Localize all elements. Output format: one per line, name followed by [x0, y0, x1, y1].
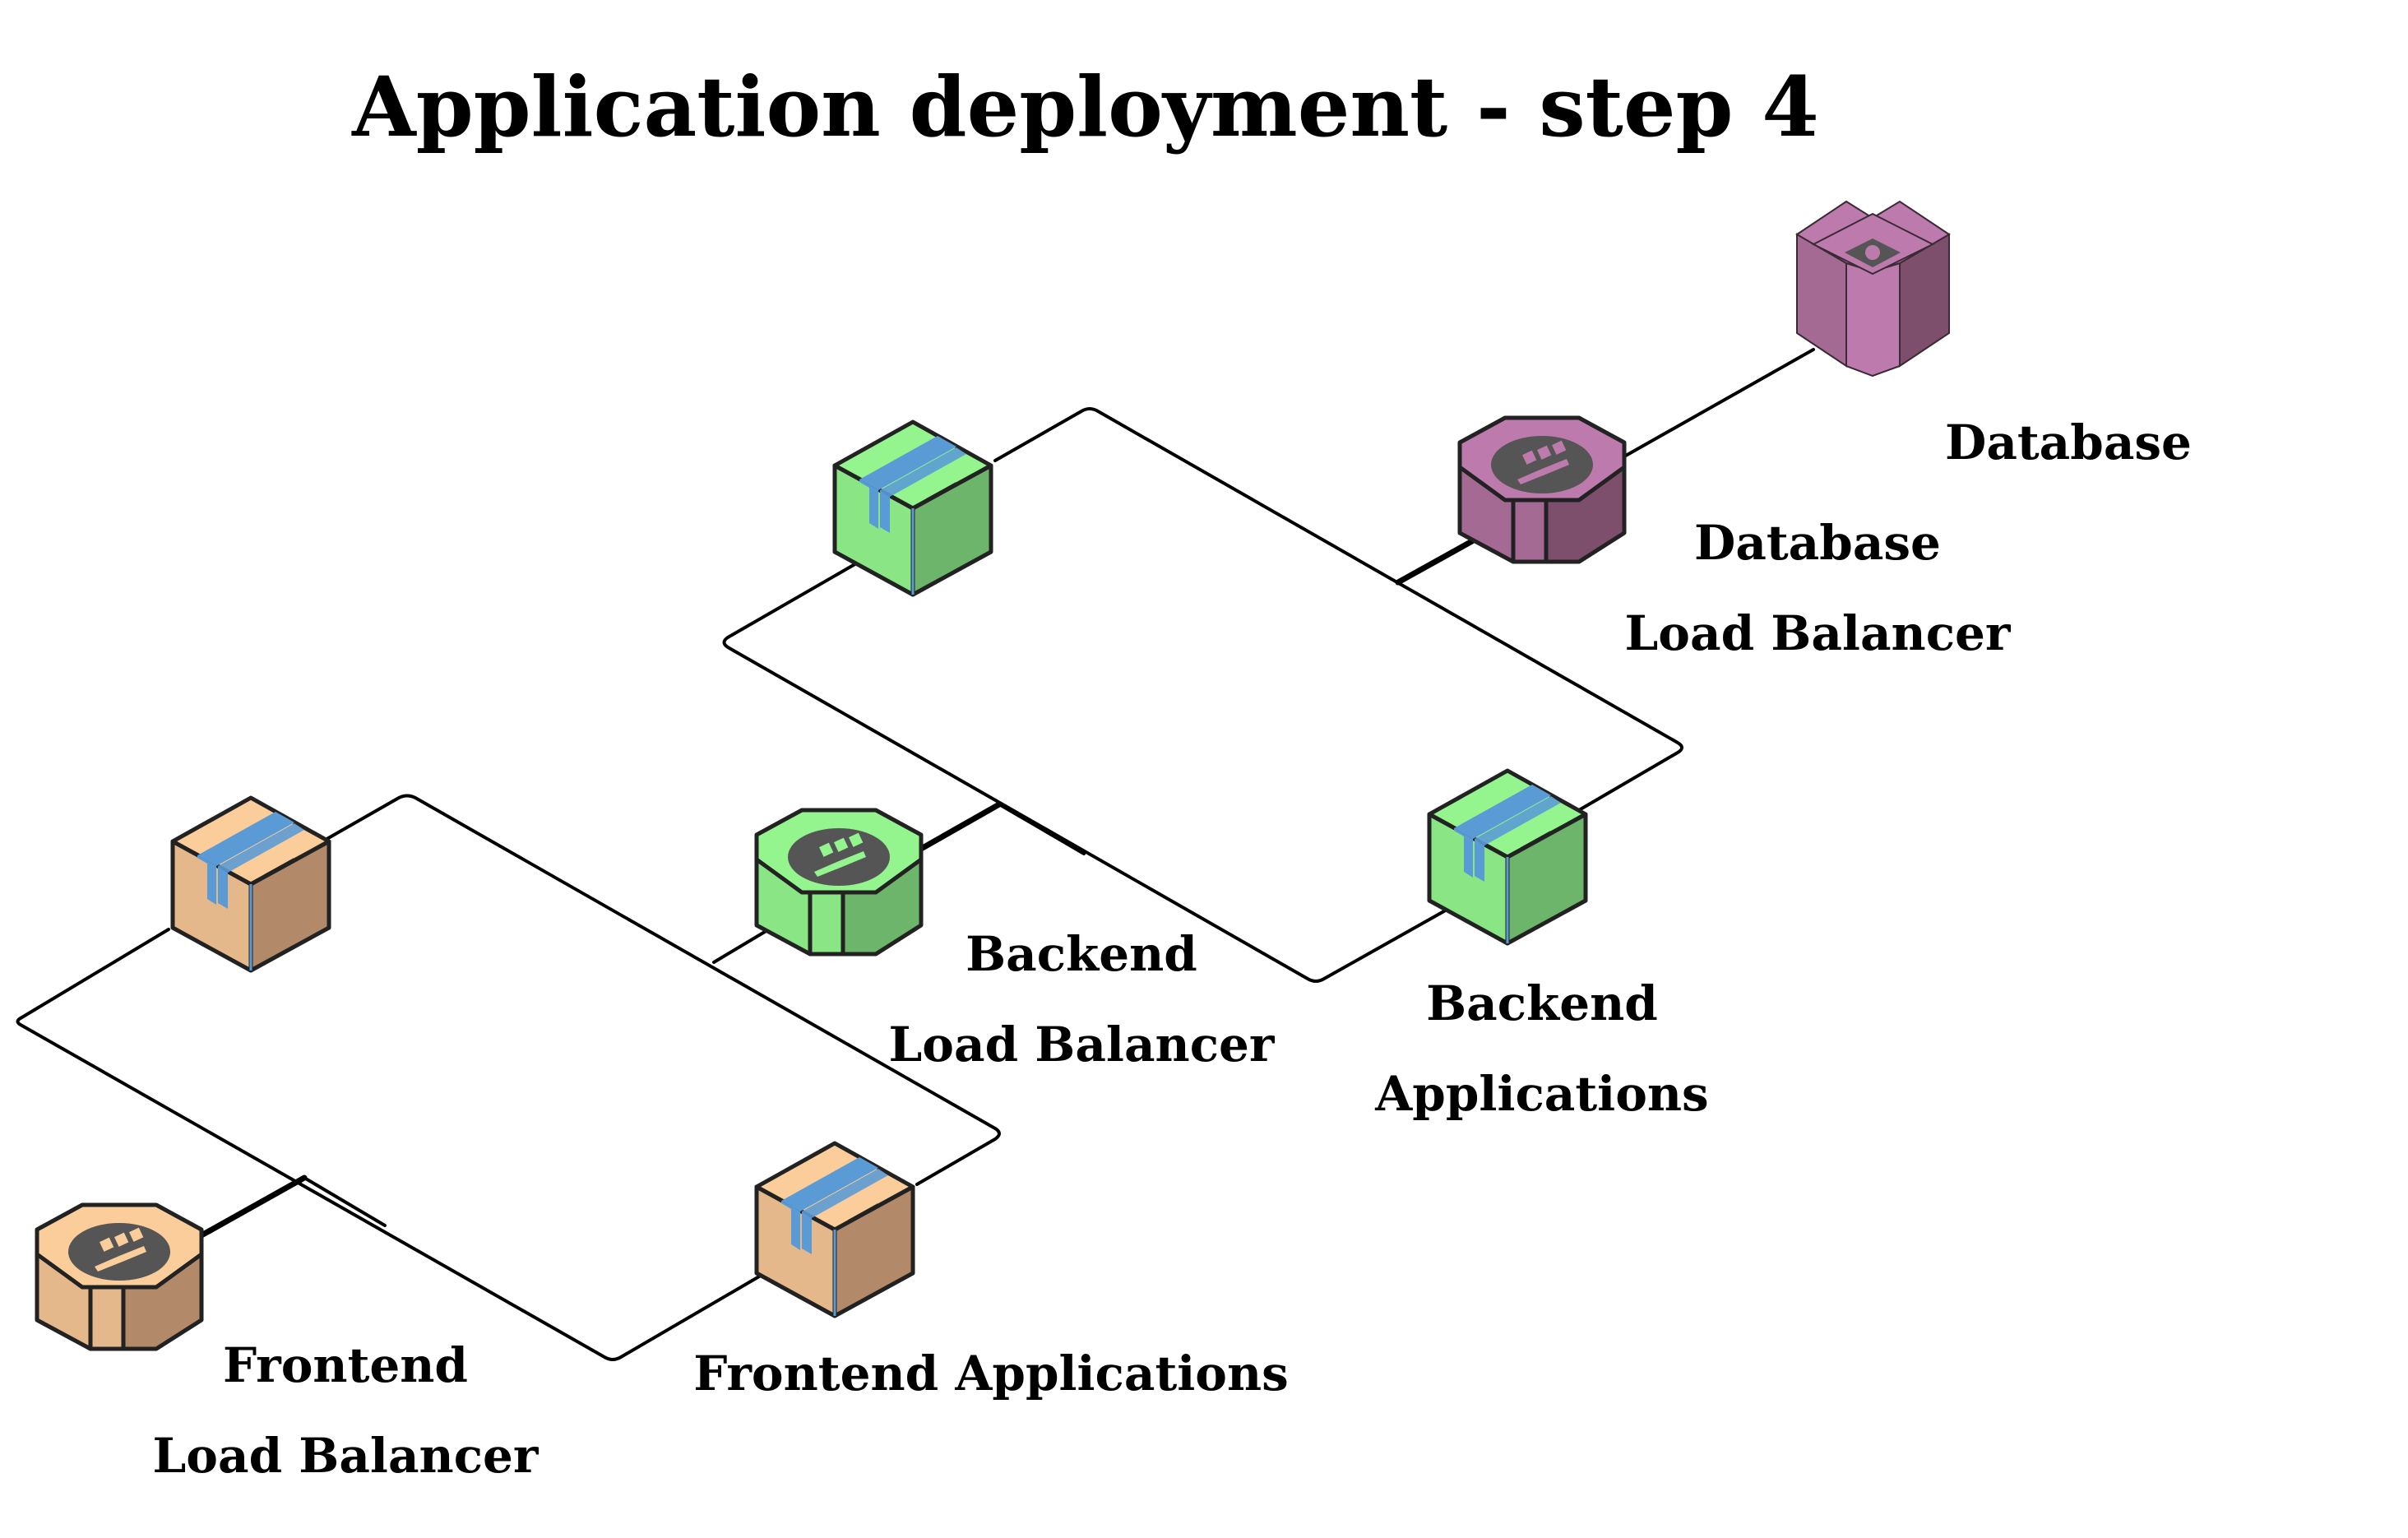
frontend-lb-link-2: [303, 1176, 387, 1227]
load-balancer-icon: [1457, 415, 1627, 564]
database-link: [1623, 348, 1815, 458]
backend-applications[interactable]: Backend Applications: [1374, 768, 1709, 1122]
backend-lb-label-1: Backend: [966, 926, 1197, 982]
backend-application-top[interactable]: [832, 419, 993, 597]
database-load-balancer[interactable]: Database Load Balancer: [1457, 415, 2012, 661]
backend-network-outline: [722, 407, 1683, 983]
database-icon: [1795, 200, 1951, 378]
backend-lb-label-2: Load Balancer: [889, 1017, 1276, 1072]
load-balancer-icon: [35, 1202, 204, 1351]
backend-apps-label-2: Applications: [1374, 1066, 1708, 1122]
frontend-lb-label-1: Frontend: [223, 1337, 468, 1393]
package-icon: [754, 1141, 915, 1318]
backend-apps-label-1: Backend: [1426, 975, 1658, 1031]
database-label: Database: [1945, 415, 2192, 470]
frontend-applications[interactable]: Frontend Applications: [693, 1141, 1289, 1401]
package-icon: [170, 795, 331, 973]
package-icon: [1427, 768, 1588, 946]
frontend-application-top[interactable]: [170, 795, 331, 973]
backend-load-balancer[interactable]: Backend Load Balancer: [754, 808, 1276, 1072]
database[interactable]: Database: [1795, 200, 2192, 470]
database-lb-link: [1395, 538, 1475, 586]
frontend-lb-link: [198, 1174, 308, 1239]
page-title: Application deployment - step 4: [351, 58, 1819, 155]
database-lb-label-2: Load Balancer: [1625, 605, 2012, 661]
frontend-apps-label: Frontend Applications: [693, 1346, 1289, 1401]
frontend-load-balancer[interactable]: Frontend Load Balancer: [35, 1202, 539, 1484]
backend-lb-link: [918, 801, 1003, 852]
package-icon: [832, 419, 993, 597]
database-lb-label-1: Database: [1694, 515, 1941, 571]
connections: [16, 348, 1815, 1361]
load-balancer-icon: [754, 808, 924, 957]
backend-lb-link-2: [998, 803, 1086, 855]
frontend-lb-label-2: Load Balancer: [153, 1428, 539, 1484]
